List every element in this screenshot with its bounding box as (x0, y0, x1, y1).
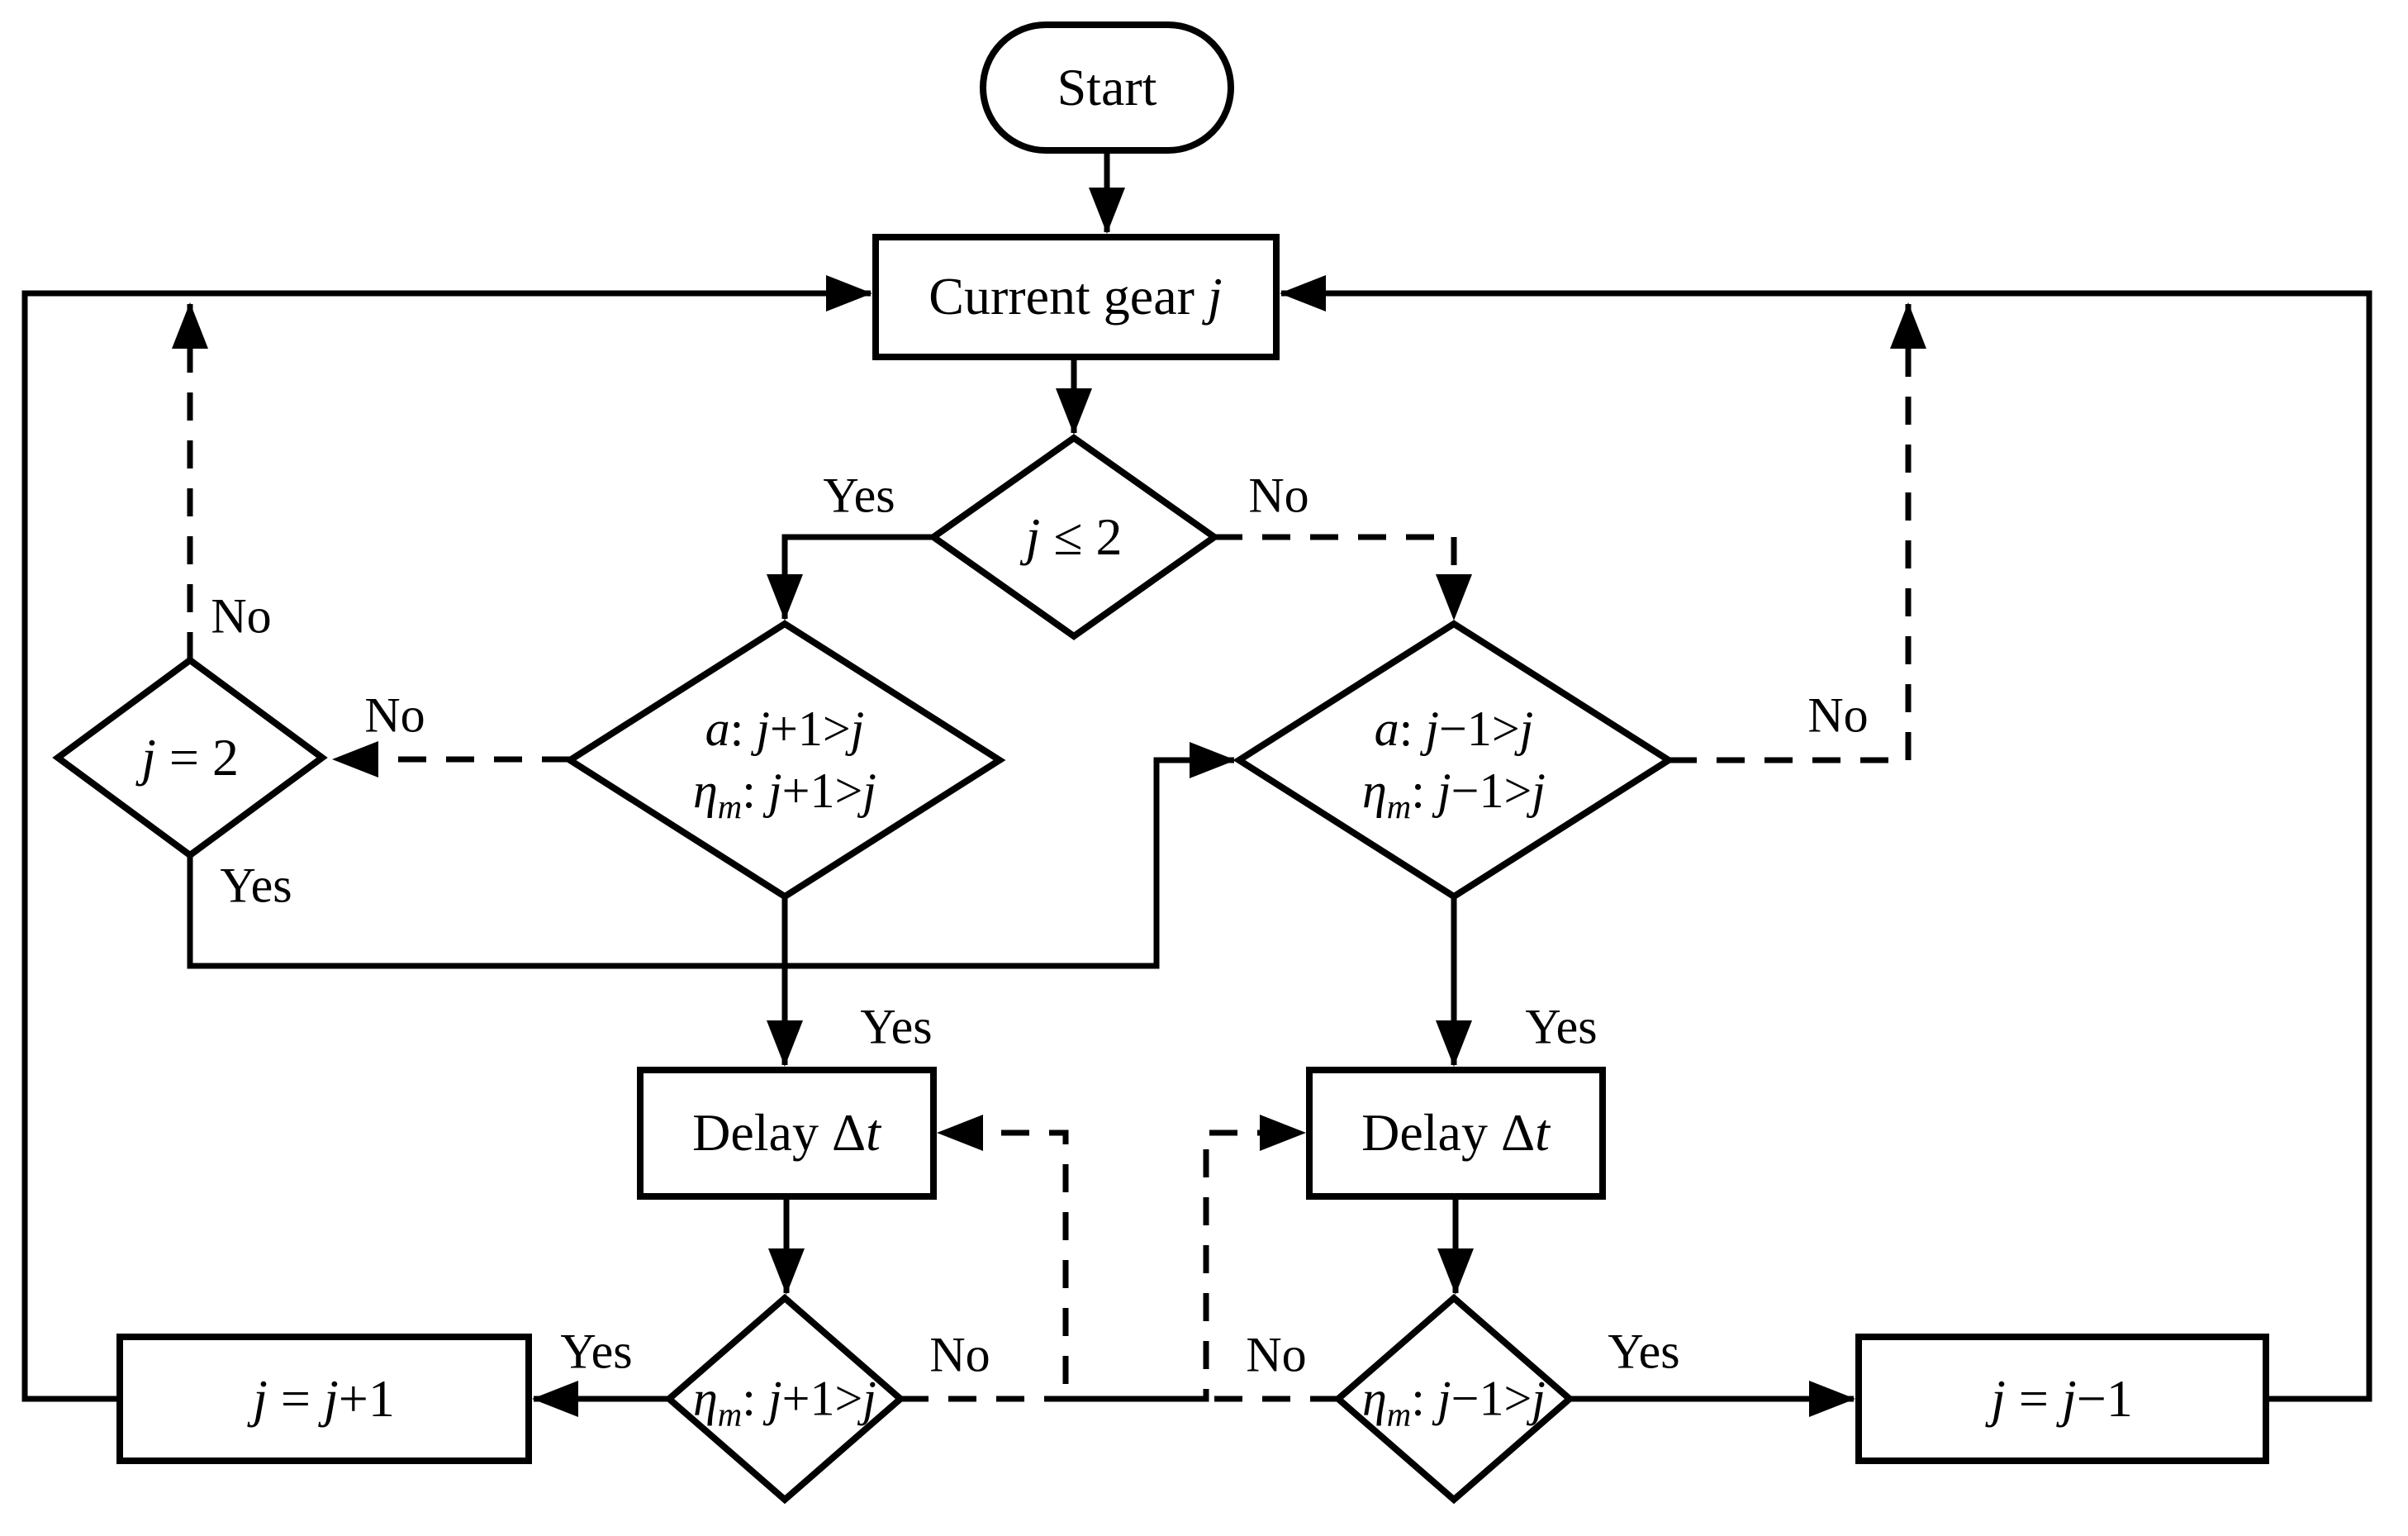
edge-decrement-return-to-current (1280, 275, 2372, 1402)
upshift-check-line1: a: j+1>j (705, 701, 865, 756)
node-upshift-check-label: a: j+1>j ηm: j+1>j (693, 698, 876, 825)
node-delay-right-shape (1306, 1067, 1606, 1200)
edge-label-eta-right-yes: Yes (1608, 1324, 1680, 1379)
edge-label-jeq2-no: No (211, 588, 272, 644)
edge-jle2-yes-to-upshift (767, 534, 933, 621)
node-decrement-shape (1855, 1334, 2269, 1464)
edge-downshift-no-return (1669, 302, 1926, 763)
node-upshift-check-shape (563, 620, 1006, 901)
node-eta-check-left-label: ηm: j+1>j (693, 1371, 876, 1434)
edge-eta-right-no-to-delay-left (937, 1115, 1338, 1402)
node-increment-shape (116, 1334, 532, 1464)
node-start-label: Start (1057, 58, 1157, 117)
upshift-check-line2: ηm: j+1>j (693, 763, 876, 825)
node-delay-left-shape (637, 1067, 937, 1200)
node-j-le-2-shape (928, 434, 1220, 640)
edge-label-downshift-yes: Yes (1525, 999, 1598, 1054)
edge-label-downshift-no: No (1807, 687, 1869, 743)
edge-label-eta-left-no: No (929, 1327, 990, 1382)
edge-label-eta-right-no: No (1246, 1327, 1307, 1382)
edge-label-eta-left-yes: Yes (560, 1324, 633, 1379)
downshift-check-line2: ηm: j−1>j (1362, 763, 1546, 825)
node-increment-label: j = j+1 (253, 1369, 395, 1428)
node-current-gear-label: Current gear j (929, 267, 1223, 326)
node-delay-right-label: Delay Δt (1361, 1103, 1550, 1162)
node-downshift-check-label: a: j−1>j ηm: j−1>j (1362, 698, 1546, 825)
node-start-shape (980, 21, 1234, 154)
node-eta-check-left-shape (663, 1293, 906, 1505)
edge-label-upshift-yes: Yes (860, 999, 933, 1054)
node-current-gear-shape (872, 234, 1280, 360)
node-j-eq-2-shape (52, 656, 328, 859)
edge-increment-return-to-current (21, 275, 872, 1402)
edge-jle2-no-to-downshift (1214, 534, 1472, 621)
edge-label-jle2-yes: Yes (823, 468, 895, 523)
node-j-eq-2-label: j = 2 (141, 728, 239, 787)
edge-jeq2-yes-to-downshift (187, 742, 1236, 969)
edge-label-jeq2-yes: Yes (220, 858, 292, 913)
node-eta-check-right-label: ηm: j−1>j (1362, 1371, 1546, 1434)
edge-eta-left-no-to-delay-right (900, 1115, 1306, 1402)
node-j-le-2-label: j ≤ 2 (1025, 507, 1123, 566)
node-downshift-check-shape (1232, 620, 1675, 901)
edge-label-upshift-no: No (364, 687, 425, 743)
node-eta-check-right-shape (1332, 1293, 1575, 1505)
downshift-check-line1: a: j−1>j (1374, 701, 1534, 756)
node-decrement-label: j = j−1 (1991, 1369, 2133, 1428)
node-delay-left-label: Delay Δt (692, 1103, 881, 1162)
edge-label-jle2-no: No (1248, 468, 1309, 523)
